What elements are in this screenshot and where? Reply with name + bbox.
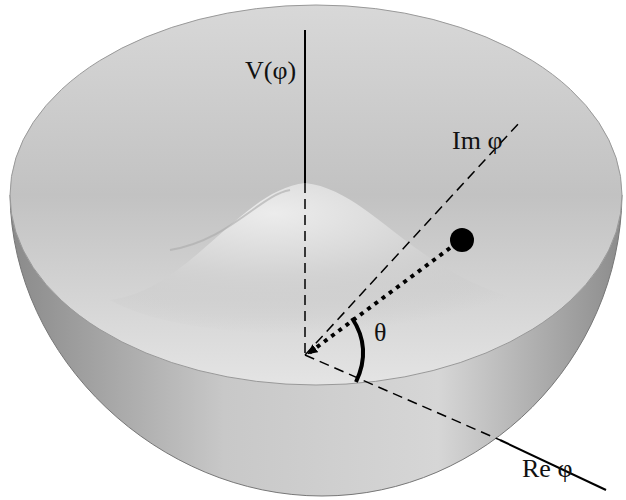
re-axis <box>500 440 606 490</box>
central-hump <box>110 183 520 334</box>
v-axis-hidden <box>304 183 306 355</box>
field-ball <box>450 228 474 252</box>
angle-label: θ <box>374 320 386 346</box>
re-axis-hidden <box>305 355 500 440</box>
re-axis-label: Re φ <box>522 456 572 482</box>
radius-arrow <box>309 248 450 353</box>
angle-arc <box>352 318 363 382</box>
v-axis <box>304 30 306 183</box>
potential-axis-label: V(φ) <box>245 58 296 84</box>
bowl-rim <box>10 5 622 385</box>
hump-shade <box>170 190 290 250</box>
bowl <box>10 5 622 496</box>
im-axis <box>305 122 520 355</box>
im-axis-label: Im φ <box>452 128 502 154</box>
